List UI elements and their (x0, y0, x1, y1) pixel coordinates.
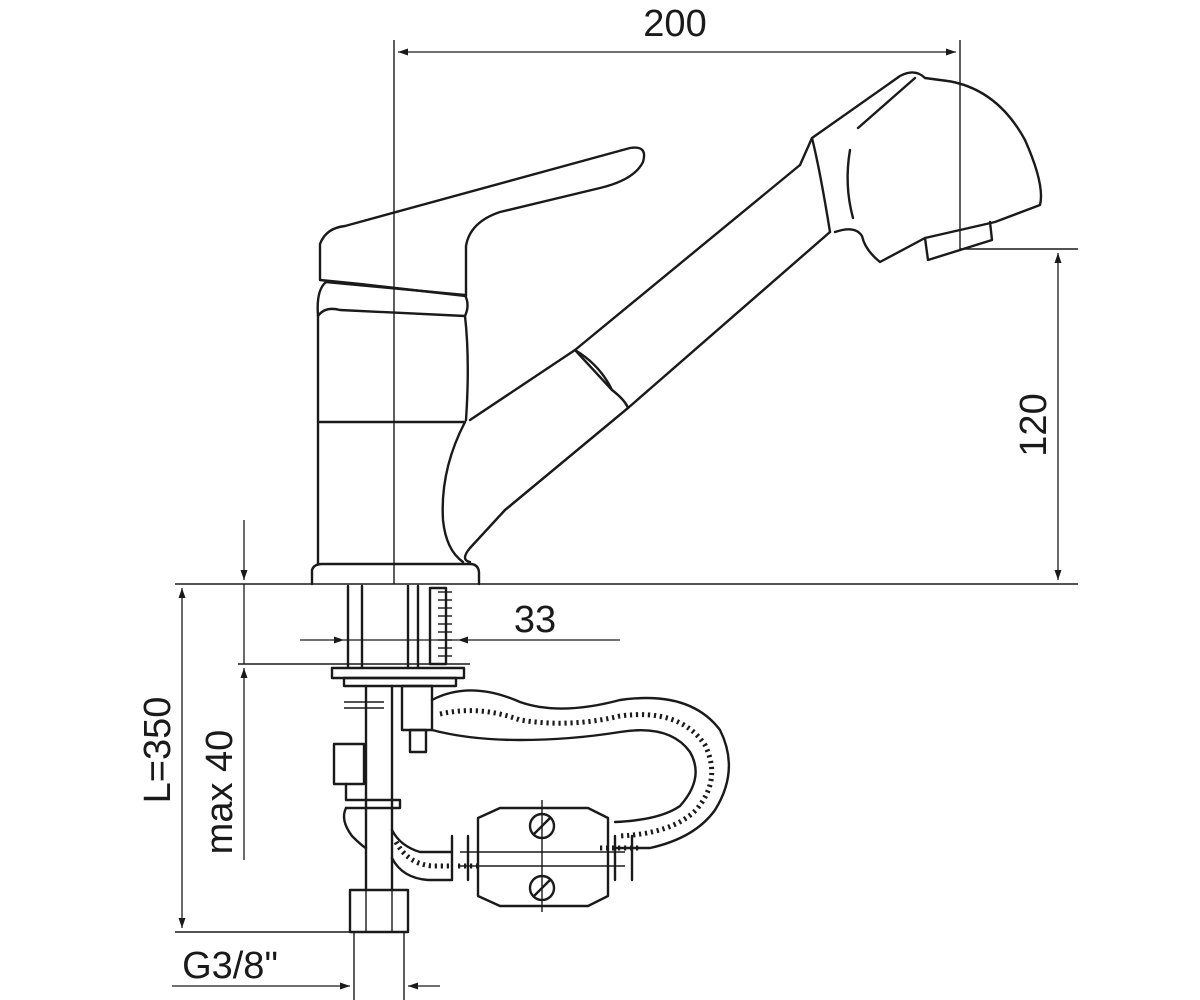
dimension-hose-length: L=350 (137, 588, 352, 933)
dimension-max-thickness-label: max 40 (199, 730, 241, 855)
dimension-hose-length-label: L=350 (137, 697, 179, 804)
lever-handle (318, 146, 646, 298)
dimension-height-label: 120 (1013, 393, 1055, 456)
mounting-assembly (238, 584, 470, 1000)
flexible-hose (390, 689, 730, 882)
hose-weight (460, 800, 625, 912)
dimension-thread-label: G3/8" (182, 945, 278, 987)
dimension-offset: 33 (300, 599, 620, 644)
dimension-offset-label: 33 (514, 599, 556, 641)
dimension-width-label: 200 (643, 3, 706, 45)
pullout-spout (463, 71, 1043, 564)
dimension-width: 200 (393, 3, 961, 584)
dimension-max-thickness: max 40 (199, 520, 248, 860)
faucet-body (310, 280, 481, 586)
dimension-height: 120 (175, 248, 1078, 585)
dimension-thread: G3/8" (172, 945, 440, 990)
